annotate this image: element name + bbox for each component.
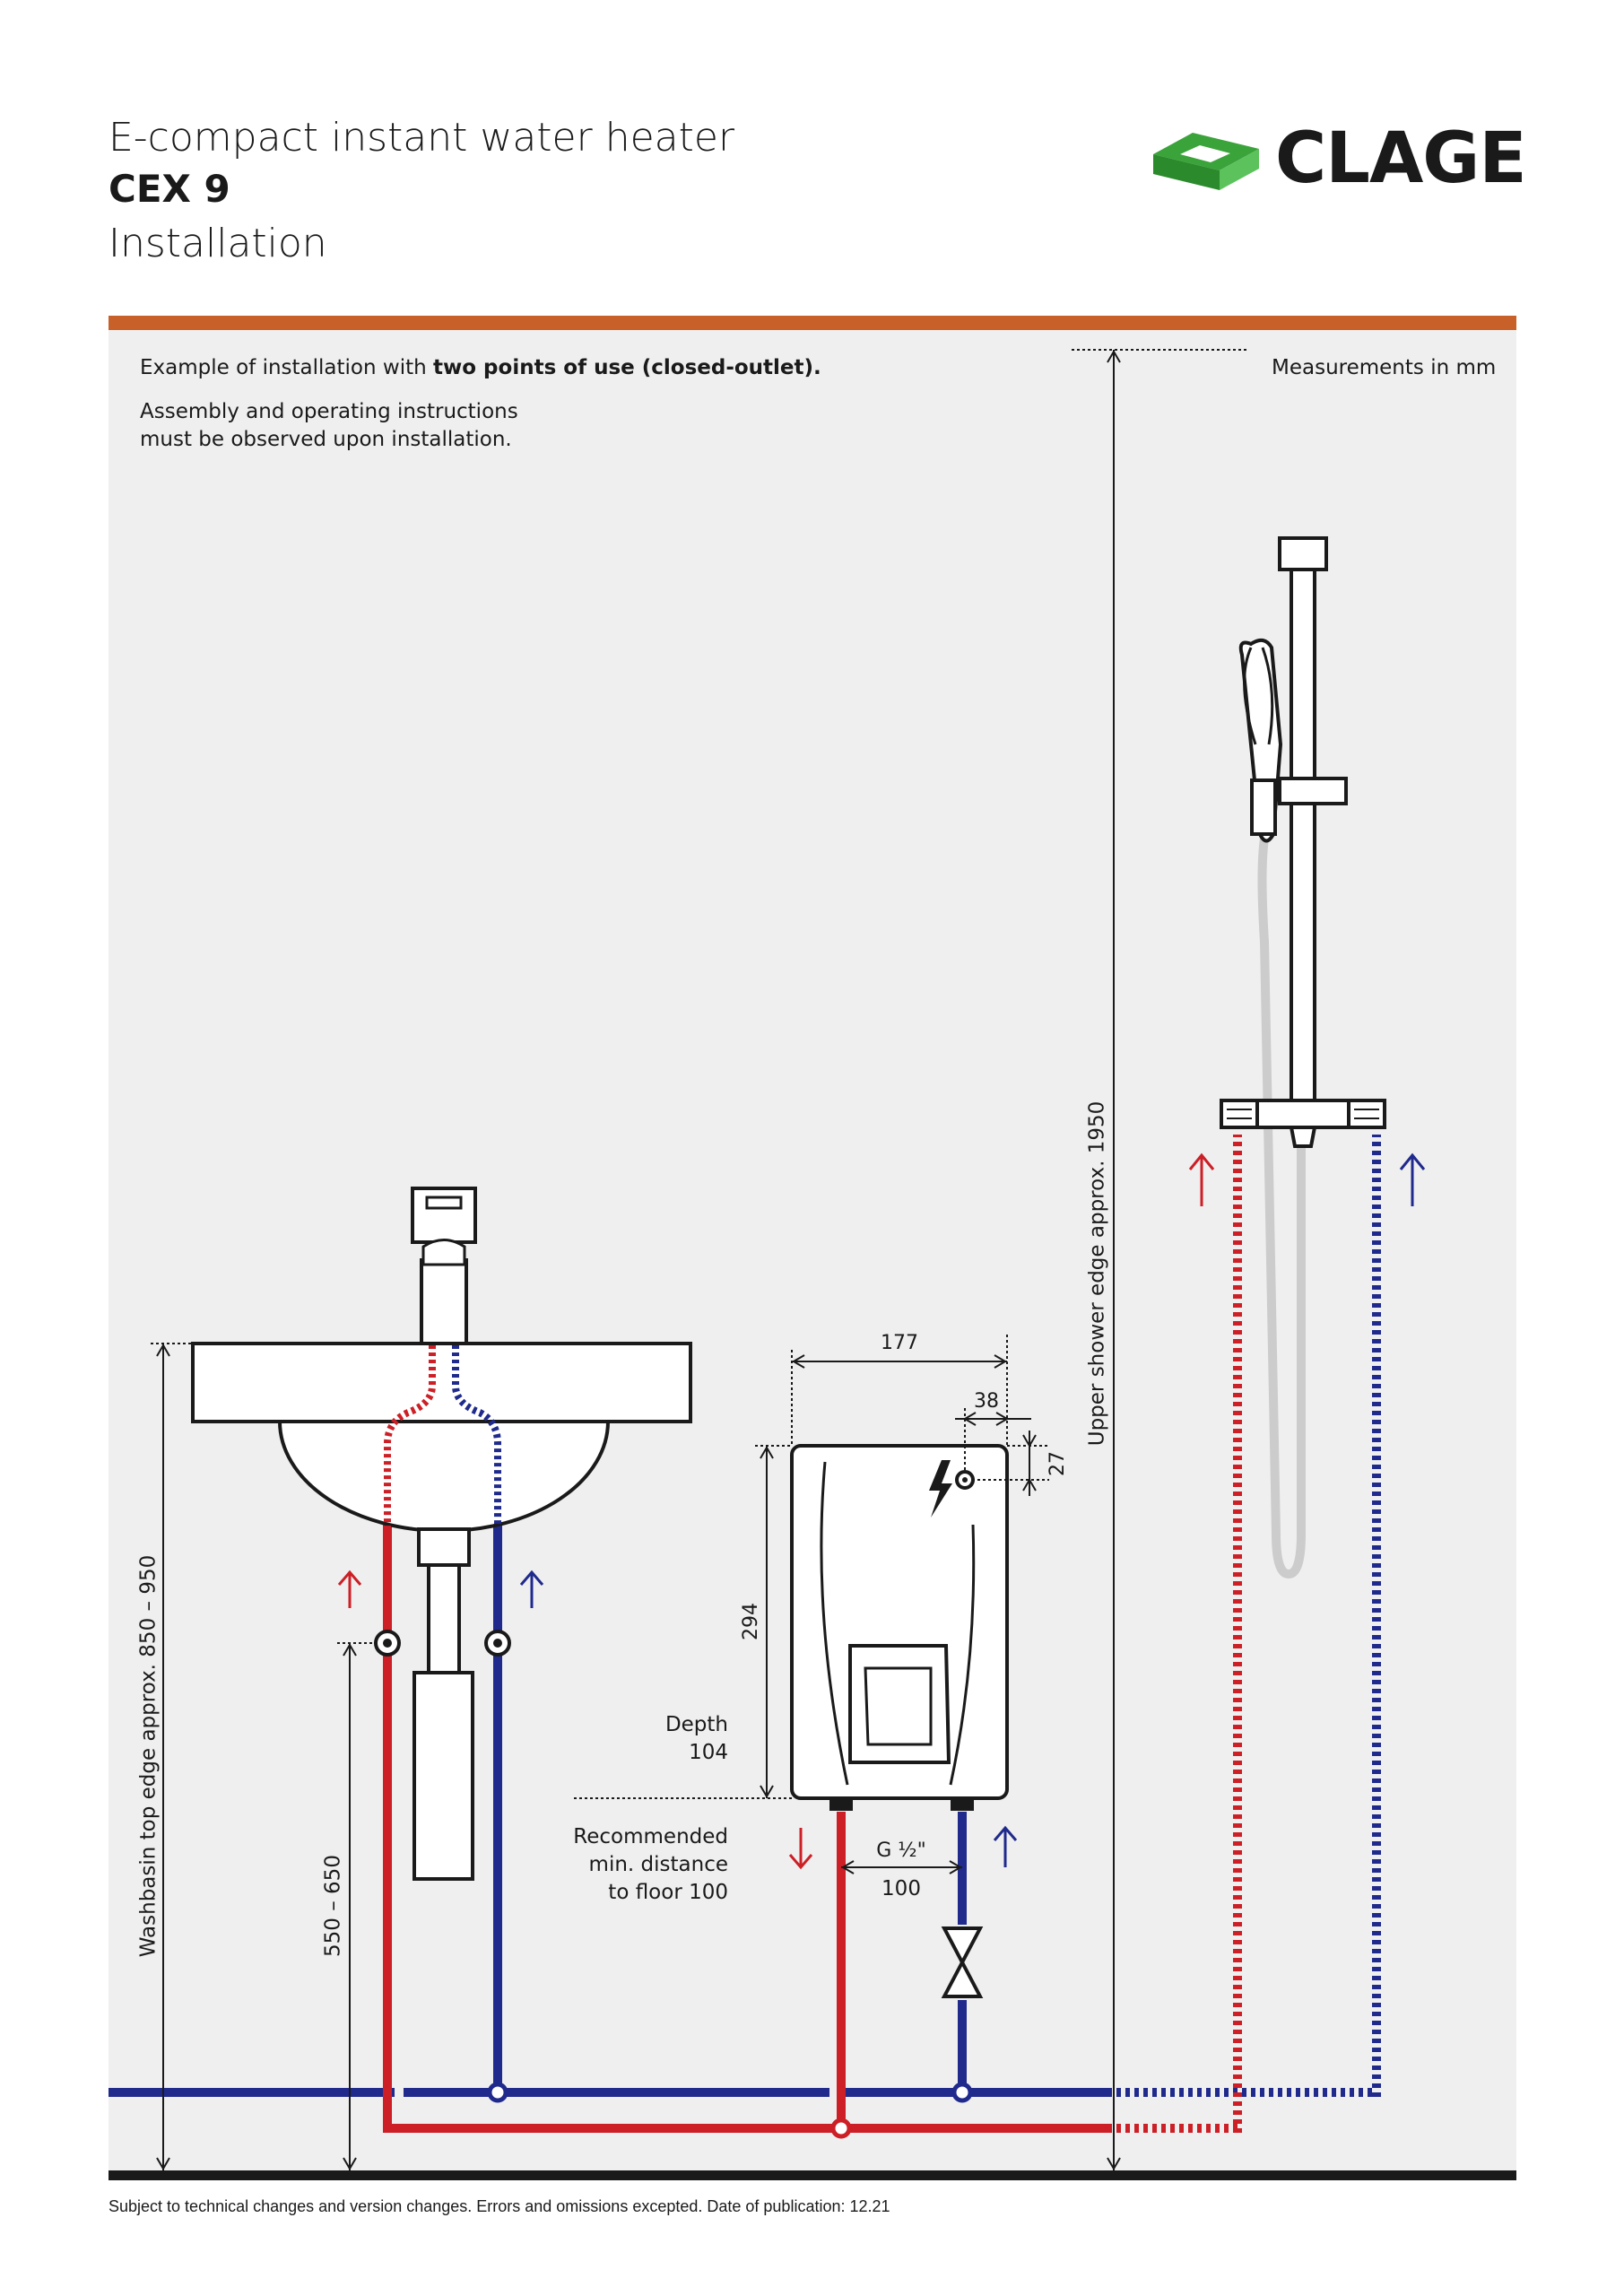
shutoff-valve-icon — [941, 1925, 984, 2000]
shower-cold-arrow-icon — [1399, 1152, 1426, 1206]
dim-offset-x-label: 38 — [974, 1390, 999, 1413]
floor-bar — [109, 2170, 1516, 2180]
shower-hose — [1257, 838, 1306, 1579]
shower-mixer — [1220, 1099, 1386, 1148]
document-title: E-compact instant water heater — [109, 115, 735, 161]
dim-width-label: 177 — [881, 1332, 918, 1354]
shower-height-label: Upper shower edge approx. 1950 — [1086, 1101, 1109, 1447]
assembly-note-line1: Assembly and operating instructions — [140, 400, 518, 423]
lightning-icon — [929, 1460, 952, 1518]
clage-logo: CLAGE — [1148, 117, 1527, 199]
note-prefix: Example of installation with — [140, 356, 433, 379]
water-heater — [790, 1444, 1009, 1811]
dim-offset-y-label: 27 — [1046, 1451, 1069, 1476]
depth-label: Depth — [665, 1713, 728, 1736]
floor-distance-line3: to floor 100 — [608, 1881, 728, 1904]
assembly-note-line2: must be observed upon installation. — [140, 428, 512, 451]
depth-value: 104 — [689, 1741, 728, 1764]
pipe-junction-icon — [487, 2082, 973, 2139]
installation-example-note: Example of installation with two points … — [140, 356, 821, 379]
clage-logo-icon — [1153, 133, 1259, 190]
floor-distance-line2: min. distance — [589, 1853, 728, 1876]
drawing-panel — [109, 330, 1516, 2170]
floor-distance-line1: Recommended — [573, 1825, 728, 1848]
shower-hot-arrow-icon — [1188, 1152, 1215, 1206]
connection-height-label: 550 – 650 — [322, 1855, 345, 1957]
shower-head-icon — [1238, 638, 1283, 843]
cold-flow-arrow-icon — [519, 1570, 544, 1608]
shower-rail — [1278, 536, 1348, 1102]
washbasin — [191, 1187, 692, 1881]
header-divider — [109, 316, 1516, 330]
thread-label: G ½" — [876, 1839, 925, 1862]
document-subtitle: Installation — [109, 221, 327, 266]
clage-logo-text: CLAGE — [1275, 118, 1527, 199]
hot-outlet-arrow-icon — [788, 1828, 813, 1870]
hot-flow-arrow-icon — [337, 1570, 362, 1608]
dimension-lines — [151, 349, 1246, 2170]
pipe-spacing-label: 100 — [881, 1877, 921, 1900]
washbasin-height-label: Washbasin top edge approx. 850 – 950 — [137, 1555, 161, 1957]
note-bold: two points of use (closed-outlet). — [433, 356, 821, 379]
dim-height-label: 294 — [740, 1603, 762, 1640]
basin-flex-hoses — [384, 1345, 501, 1529]
footer-disclaimer: Subject to technical changes and version… — [109, 2197, 890, 2215]
cold-inlet-arrow-icon — [993, 1825, 1018, 1867]
model-name: CEX 9 — [109, 167, 230, 211]
cable-entry-icon — [955, 1470, 975, 1490]
units-note: Measurements in mm — [1272, 356, 1497, 379]
